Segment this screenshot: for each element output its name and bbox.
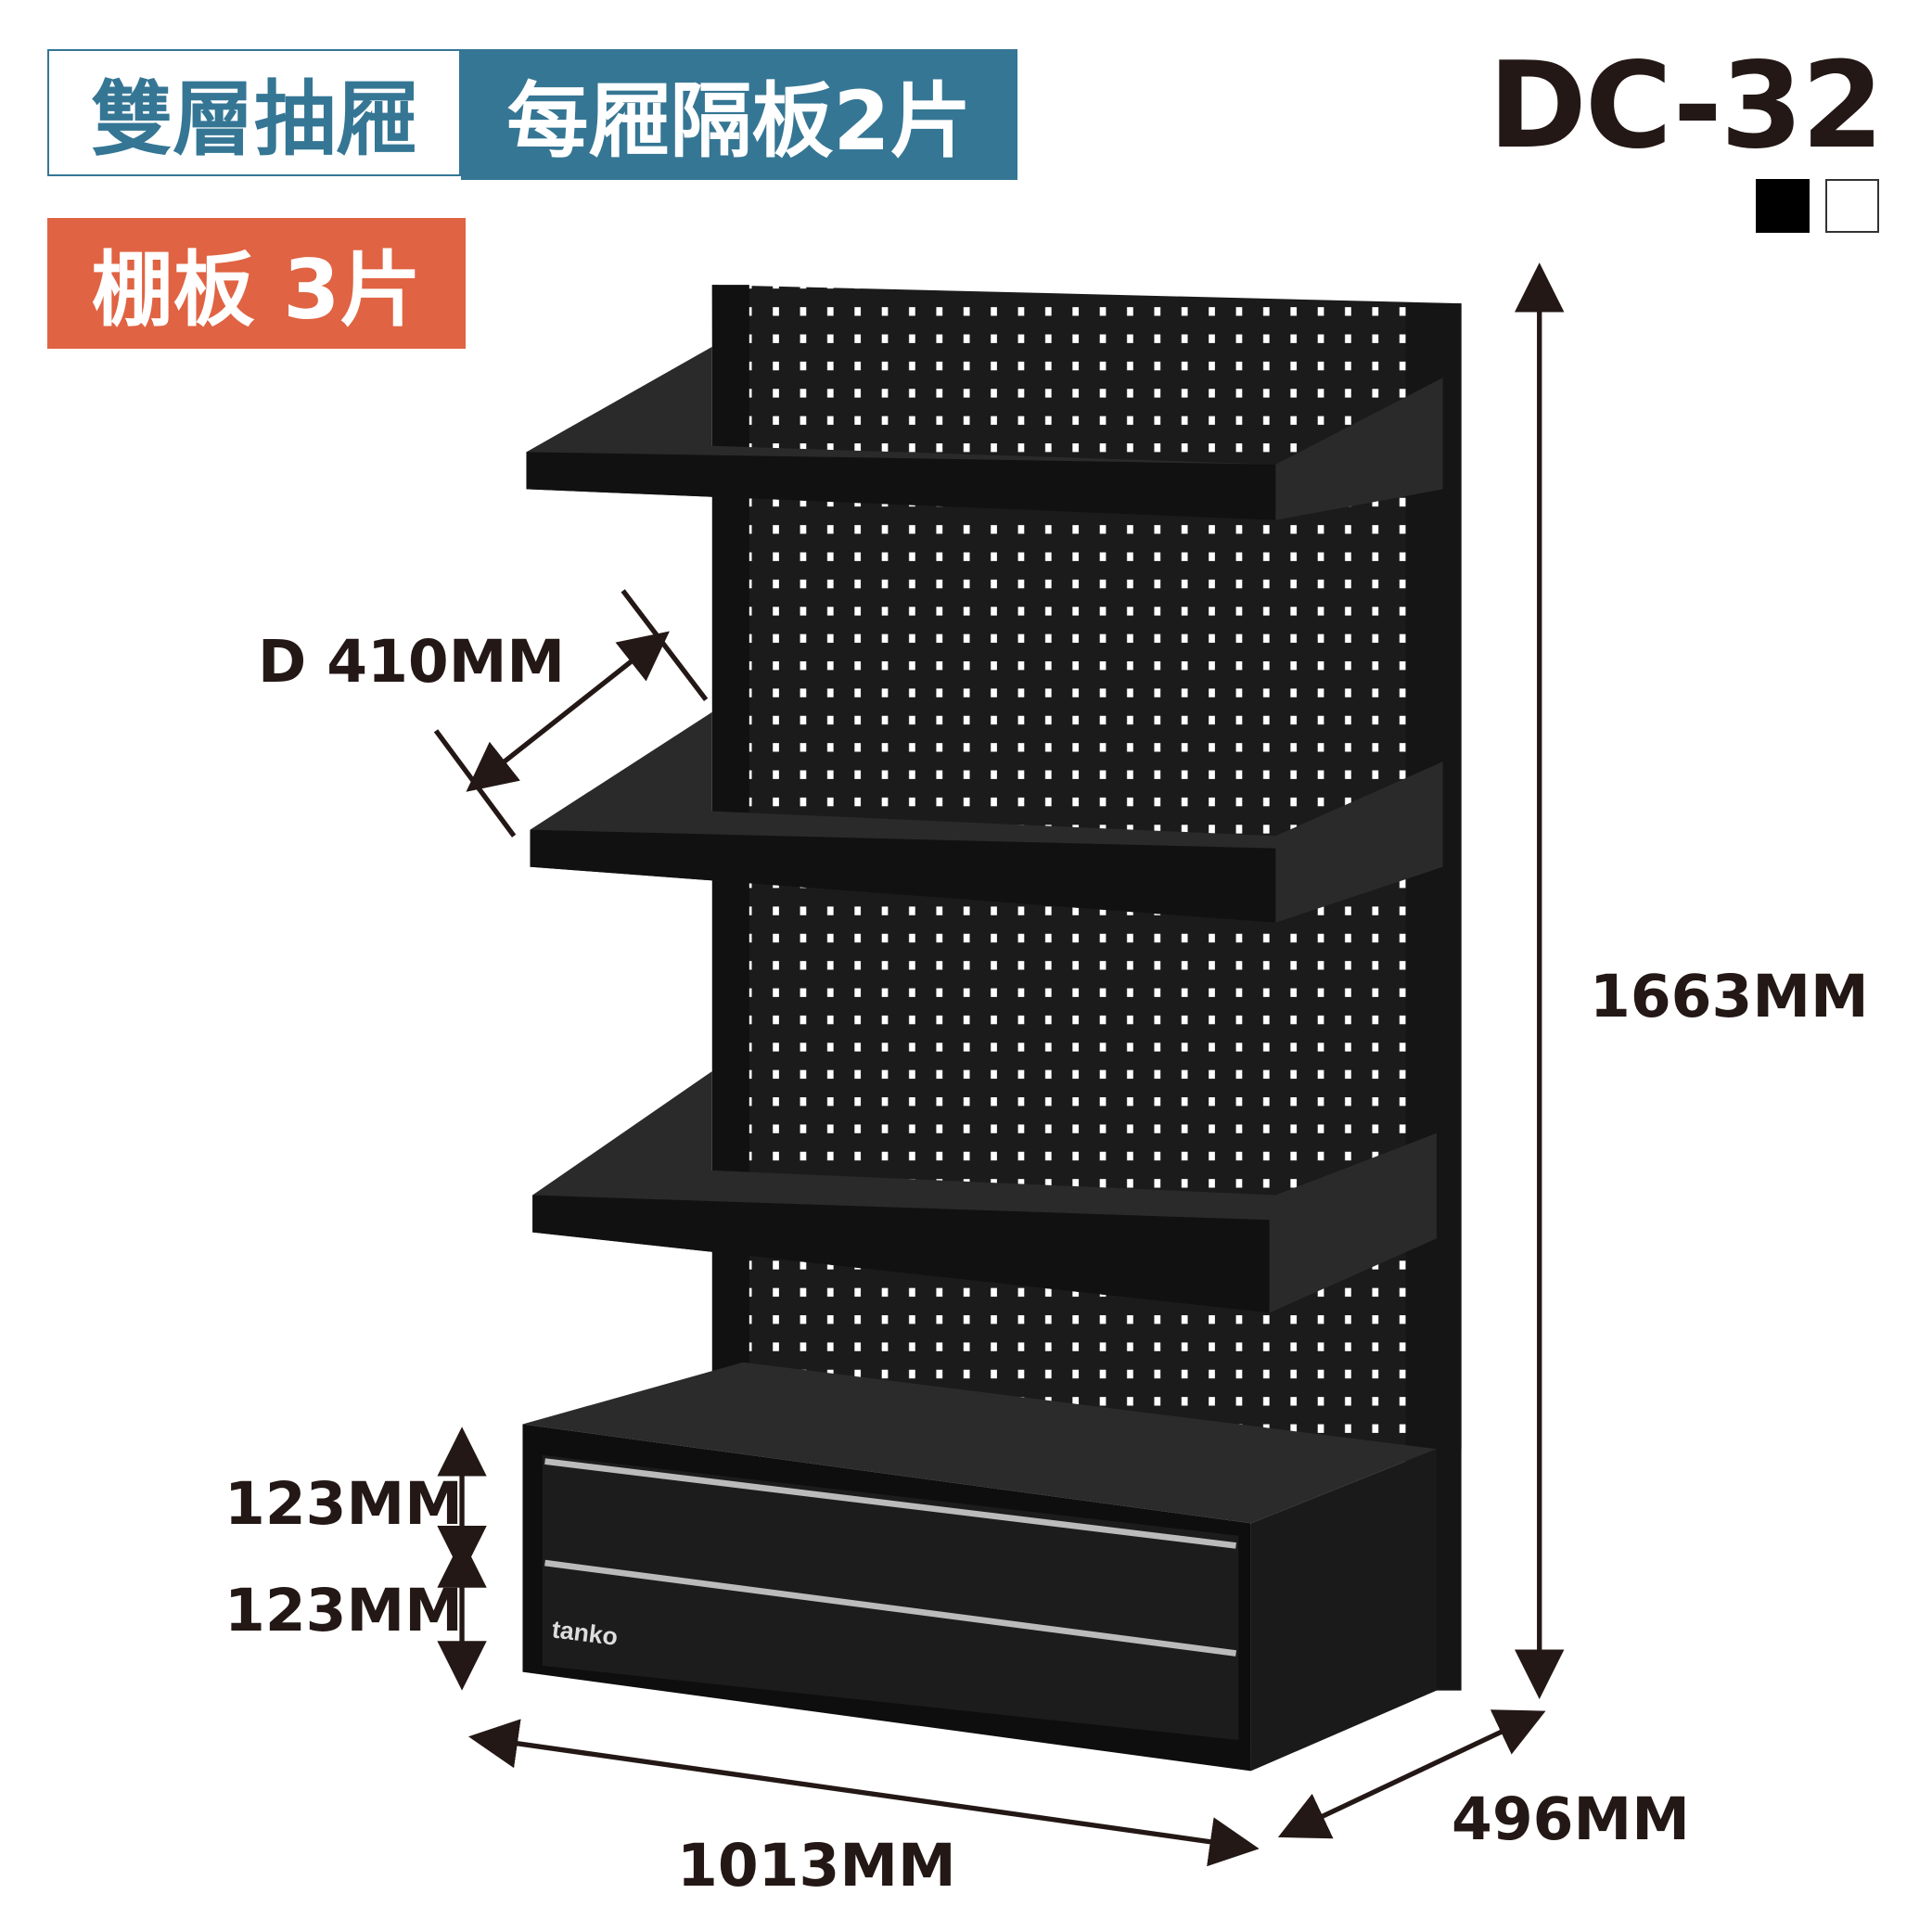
drawer-cabinet [522,1362,1437,1772]
depth-arrow [1277,1709,1546,1839]
height-label: 1663MM [1590,963,1869,1030]
width-arrow [467,1719,1260,1867]
shelf-top [526,346,1443,520]
drawer1-height-label: 123MM [224,1470,463,1538]
drawer2-height-label: 123MM [224,1577,463,1644]
drawer-handle-2 [544,1559,1237,1657]
color-swatch-white [1825,179,1879,233]
drawer-2 [542,1560,1239,1741]
drawer-1 [542,1454,1239,1654]
width-label: 1013MM [677,1832,956,1900]
drawer-handle-1 [544,1458,1236,1549]
shelf-middle [530,711,1443,923]
shelf-depth-label: D 410MM [258,628,566,696]
feature-badge-shelves: 棚板 3片 [47,218,466,349]
feature-badge-dividers: 每屜隔板2片 [461,49,1017,180]
shelf-depth-arrow [466,631,670,792]
color-swatch-black [1756,179,1810,233]
feature-badge-drawers: 雙層抽屜 [47,49,461,176]
depth-label: 496MM [1452,1785,1690,1853]
shelf-bottom [532,1070,1437,1313]
model-number: DC-32 [1488,37,1884,175]
